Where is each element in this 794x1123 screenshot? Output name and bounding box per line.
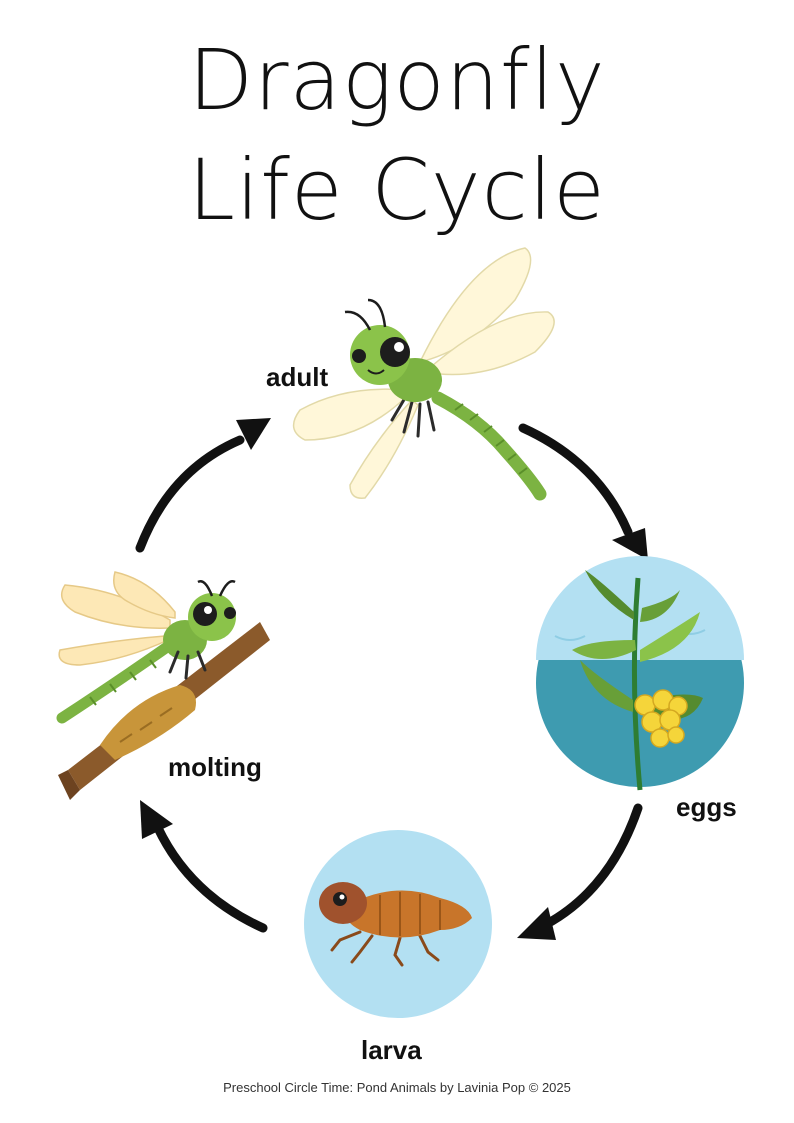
eggs-on-plant-icon: [536, 556, 744, 791]
dragonfly-adult-icon: [292, 247, 555, 501]
cycle-arrow-icon: [140, 800, 268, 933]
molting-dragonfly-icon: [56, 571, 270, 800]
page-title-line-2: Life Cycle: [188, 141, 606, 239]
footer-credit: Preschool Circle Time: Pond Animals by L…: [223, 1080, 571, 1095]
cycle-arrow-icon: [518, 423, 648, 560]
stage-label-molting: molting: [168, 752, 262, 782]
stage-label-larva: larva: [361, 1035, 422, 1065]
larva-icon: [304, 830, 492, 1018]
stage-label-eggs: eggs: [676, 792, 737, 822]
page-title-line-1: Dragonfly: [188, 31, 606, 129]
cycle-arrow-icon: [517, 803, 643, 940]
cycle-arrow-icon: [135, 418, 271, 553]
stage-label-adult: adult: [266, 362, 329, 392]
